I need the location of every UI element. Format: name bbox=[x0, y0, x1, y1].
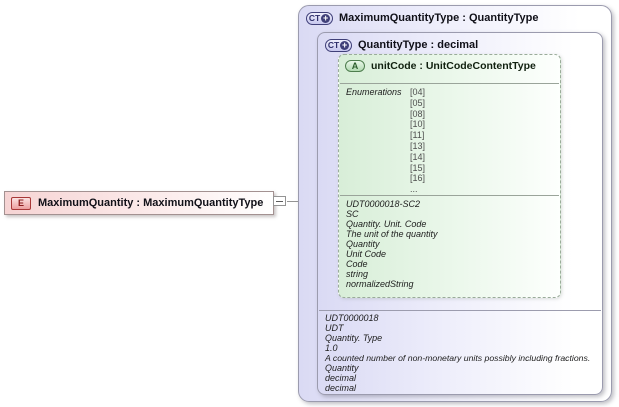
inner-type-header: CT + QuantityType : decimal bbox=[325, 38, 478, 52]
annotation-line: Quantity bbox=[346, 239, 380, 249]
annotation-line: UDT bbox=[325, 323, 344, 333]
element-node[interactable]: E MaximumQuantity : MaximumQuantityType bbox=[4, 191, 274, 215]
annotation-line: decimal bbox=[325, 373, 357, 383]
enumerations-list: [04] [05] [08] [10] [11] [13] [14] [15] … bbox=[410, 87, 425, 195]
enum-value: [13] bbox=[410, 140, 426, 151]
annotation-line: string bbox=[346, 269, 369, 279]
enumerations-label: Enumerations bbox=[346, 87, 402, 97]
attribute-node[interactable]: A unitCode : UnitCodeContentType Enumera… bbox=[338, 54, 561, 298]
annotation-line: A counted number of non-monetary units p… bbox=[325, 353, 591, 363]
complextype-icon: CT + bbox=[306, 11, 333, 25]
element-label: MaximumQuantity : MaximumQuantityType bbox=[38, 197, 264, 209]
plus-icon: + bbox=[321, 12, 331, 23]
attribute-icon: A bbox=[345, 60, 365, 72]
annotation-line: Quantity. Unit. Code bbox=[346, 219, 427, 229]
complextype-icon-text: CT bbox=[327, 39, 340, 50]
enum-value: [11] bbox=[410, 130, 425, 141]
inner-type-label: QuantityType : decimal bbox=[358, 39, 479, 51]
annotation-line: Quantity bbox=[325, 363, 359, 373]
attribute-annotations: UDT0000018-SC2 SC Quantity. Unit. Code T… bbox=[346, 199, 438, 289]
plus-icon: + bbox=[340, 39, 350, 50]
annotation-line: The unit of the quantity bbox=[346, 229, 438, 239]
outer-type-label: MaximumQuantityType : QuantityType bbox=[339, 12, 539, 24]
annotation-line: Quantity. Type bbox=[325, 333, 383, 343]
connector-line bbox=[287, 201, 298, 202]
complextype-node-inner[interactable]: CT + QuantityType : decimal A unitCode :… bbox=[317, 32, 603, 395]
complextype-node-outer[interactable]: CT + MaximumQuantityType : QuantityType … bbox=[298, 5, 612, 402]
enum-value: [04] bbox=[410, 87, 426, 97]
enum-value: [08] bbox=[410, 108, 426, 119]
attribute-header: A unitCode : UnitCodeContentType bbox=[345, 59, 536, 73]
annotation-line: 1.0 bbox=[325, 343, 338, 353]
annotation-line: SC bbox=[346, 209, 359, 219]
enum-value: ... bbox=[410, 184, 418, 195]
complextype-icon: CT + bbox=[325, 38, 352, 52]
inner-type-annotations: UDT0000018 UDT Quantity. Type 1.0 A coun… bbox=[325, 313, 590, 393]
element-icon: E bbox=[11, 196, 31, 210]
collapse-dash-icon bbox=[276, 201, 283, 202]
annotation-line: UDT0000018-SC2 bbox=[346, 199, 421, 209]
separator bbox=[340, 83, 559, 84]
annotation-line: UDT0000018 bbox=[325, 313, 379, 323]
enum-value: [16] bbox=[410, 173, 426, 184]
enum-value: [10] bbox=[410, 119, 426, 130]
annotation-line: Code bbox=[346, 259, 368, 269]
separator bbox=[340, 195, 559, 196]
separator bbox=[319, 310, 601, 311]
expand-toggle[interactable] bbox=[273, 196, 286, 206]
annotation-line: decimal bbox=[325, 383, 357, 393]
attribute-label: unitCode : UnitCodeContentType bbox=[371, 60, 536, 72]
enum-value: [05] bbox=[410, 97, 426, 108]
enum-value: [14] bbox=[410, 151, 426, 162]
outer-type-header: CT + MaximumQuantityType : QuantityType bbox=[306, 11, 538, 25]
annotation-line: Unit Code bbox=[346, 249, 387, 259]
annotation-line: normalizedString bbox=[346, 279, 414, 289]
complextype-icon-text: CT bbox=[308, 12, 321, 23]
enum-value: [15] bbox=[410, 162, 426, 173]
